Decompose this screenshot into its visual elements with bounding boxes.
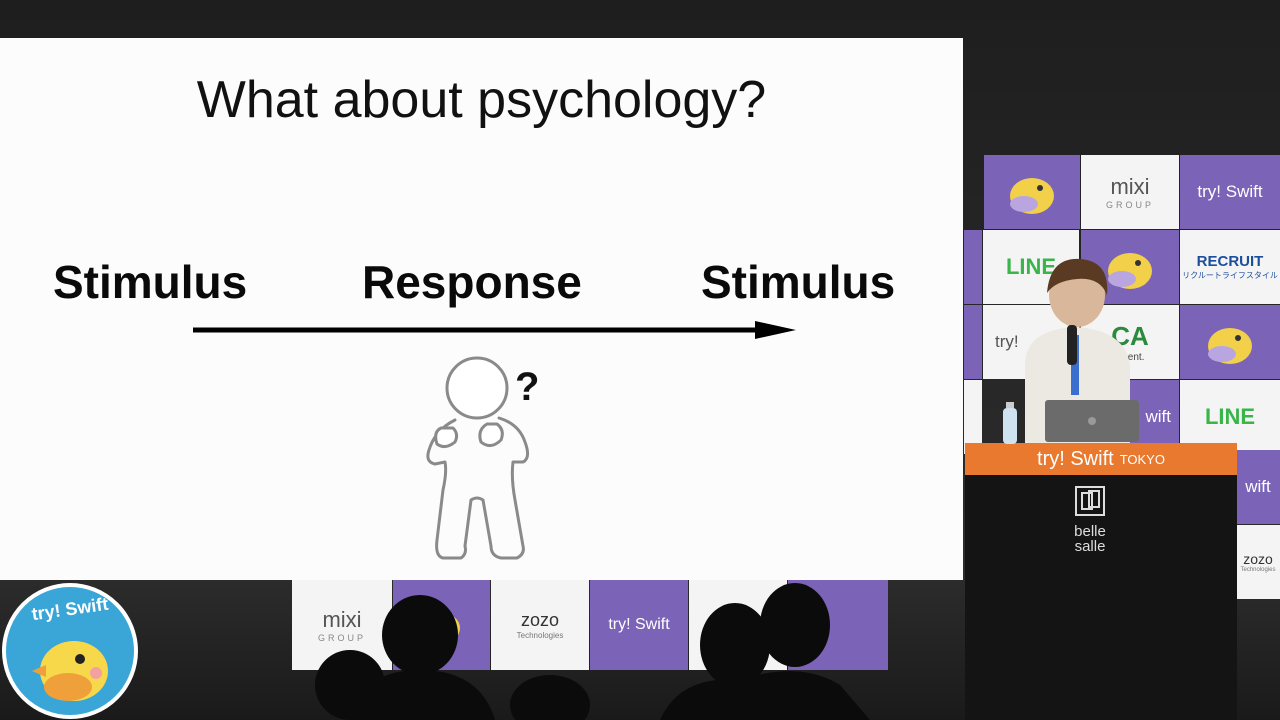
tile-edge [964, 305, 982, 379]
venue-logo: belle salle [1050, 483, 1130, 554]
venue-logo-line1: belle [1074, 523, 1106, 540]
sponsor-sub: GROUP [1105, 200, 1154, 210]
podium-banner: try! Swift TOKYO [965, 443, 1237, 475]
event-badge: try! Swift [2, 583, 138, 719]
sponsor-name: mixi [1110, 174, 1150, 199]
sponsor-tile-tryswift: try! Swift [590, 580, 688, 670]
mascot-bird-icon [32, 641, 108, 701]
stimulus-label-left: Stimulus [53, 256, 248, 308]
mascot-icon [1010, 178, 1054, 214]
thinking-person-illustration: ? [426, 356, 539, 560]
sponsor-sub: GROUP [317, 633, 366, 643]
venue-logo-line2: salle [1074, 538, 1106, 555]
sponsor-tile-zozo: zozo Technologies [491, 580, 589, 670]
sponsor-tile-line: LINE [1180, 380, 1280, 454]
microphone-icon [1067, 325, 1077, 365]
mascot-tile [984, 155, 1080, 229]
sponsor-sub: Technologies [516, 631, 564, 640]
sponsor-name: zozo [1243, 551, 1273, 567]
sponsor-name: mixi [322, 607, 362, 632]
sponsor-sub: Technologies [1240, 567, 1276, 573]
tile-edge [964, 230, 982, 304]
sponsor-tile-tryswift: wift [1236, 450, 1280, 524]
mascot-icon [1208, 328, 1252, 364]
stimulus-label-right: Stimulus [701, 256, 896, 308]
venue-logo-icon [1075, 486, 1105, 516]
mascot-icon [1108, 253, 1152, 289]
sponsor-tile-tryswift: try! Swift [1180, 155, 1280, 229]
water-bottle [1003, 402, 1017, 444]
sponsor-sub: リクルートライフスタイル [1182, 271, 1278, 280]
sponsor-tile-recruit: RECRUIT リクルートライフスタイル [1180, 230, 1280, 304]
question-mark: ? [515, 365, 539, 409]
podium-banner-subtitle: TOKYO [1119, 451, 1165, 467]
sponsor-name: zozo [520, 610, 560, 630]
sponsor-tile-zozo: zozo Technologies [1236, 525, 1280, 599]
tile-edge [964, 380, 982, 454]
mascot-tile [1180, 305, 1280, 379]
sponsor-name: RECRUIT [1196, 253, 1264, 270]
sponsor-sub: Agent. [1115, 352, 1145, 363]
laptop [1045, 400, 1139, 442]
podium-banner-title: try! Swift [1037, 447, 1114, 470]
flow-arrow [193, 321, 796, 339]
presentation-slide: What about psychology? Stimulus Response… [0, 38, 963, 580]
audience-silhouettes [315, 583, 870, 720]
slide-title: What about psychology? [196, 71, 767, 129]
podium: try! Swift TOKYO belle salle [965, 443, 1237, 720]
apple-logo-icon [1088, 417, 1096, 425]
sponsor-tile-mixi: mixi GROUP [1081, 155, 1179, 229]
response-label: Response [362, 256, 582, 308]
